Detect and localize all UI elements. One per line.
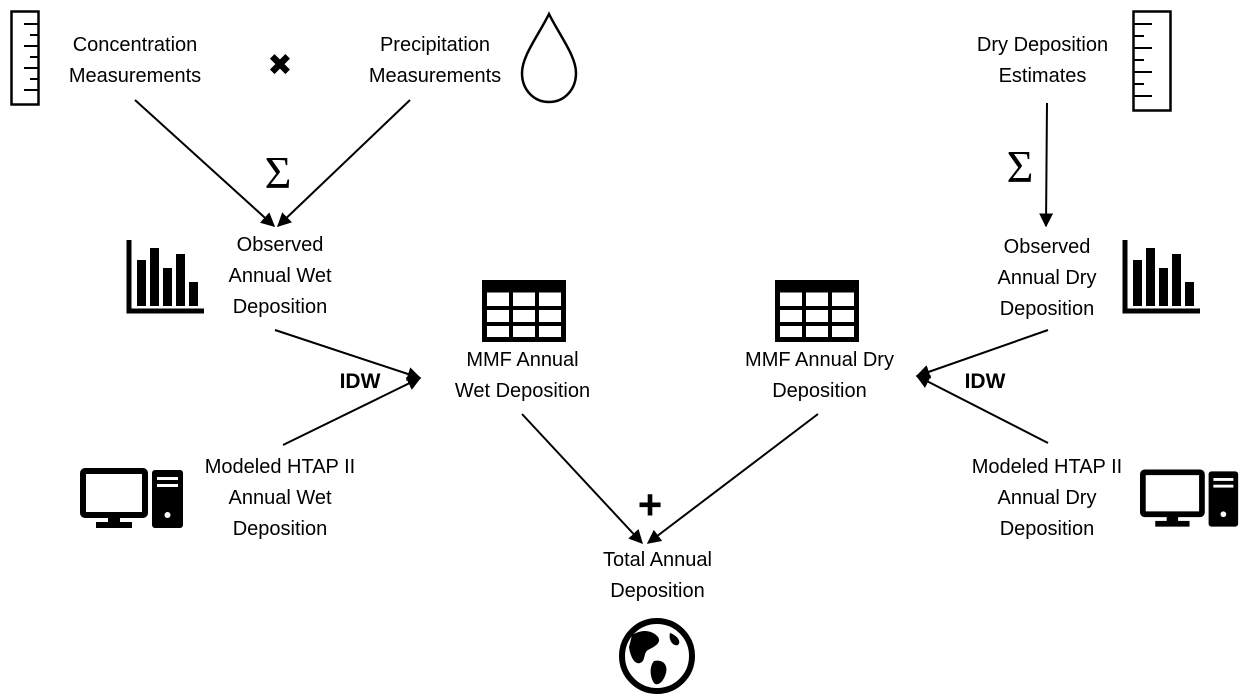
node-line: Measurements [368,65,502,87]
grid-table-icon [482,280,566,342]
computer-icon [80,468,183,528]
grid-table-icon [775,280,859,342]
idw-label: IDW [964,370,1006,393]
sum-symbol: Σ [1006,141,1034,192]
node-observed-annual-wet-deposition: Observed Annual Wet Deposition [205,230,355,323]
sum-symbol: Σ [264,147,292,198]
node-line: Annual Dry [997,487,1097,509]
node-total-annual-deposition: Total Annual Deposition [570,545,745,607]
node-line: Measurements [68,65,202,87]
arrow-concentration-to-observed-wet [134,99,276,227]
node-line: Deposition [772,380,867,402]
arrow-modeled-dry-to-mmf-dry [915,375,1049,444]
node-line: MMF Annual Dry [745,349,894,371]
node-dry-deposition-estimates: Dry Deposition Estimates [955,30,1130,92]
node-line: Observed [1003,236,1091,258]
node-line: Deposition [999,518,1095,540]
node-modeled-htap-annual-wet-deposition: Modeled HTAP II Annual Wet Deposition [185,452,375,545]
node-line: Deposition [232,518,328,540]
arrow-mmf-dry-to-total [646,413,819,544]
idw-label: IDW [339,370,381,393]
node-precipitation-measurements: Precipitation Measurements [345,30,525,92]
node-observed-annual-dry-deposition: Observed Annual Dry Deposition [972,232,1122,325]
node-modeled-htap-annual-dry-deposition: Modeled HTAP II Annual Dry Deposition [952,452,1142,545]
node-line: Concentration [72,34,198,56]
node-line: Deposition [999,298,1095,320]
node-line: Annual Wet [228,487,332,509]
node-line: Precipitation [379,34,491,56]
arrow-modeled-wet-to-mmf-wet [282,377,422,446]
node-line: Wet Deposition [454,380,591,402]
node-concentration-measurements: Concentration Measurements [40,30,230,92]
globe-icon [619,618,695,694]
node-line: Dry Deposition [976,34,1109,56]
ruler-icon [10,10,40,106]
node-line: Observed [236,234,324,256]
arrow-mmf-wet-to-total [521,413,643,545]
bar-chart-icon [126,240,204,314]
node-line: MMF Annual [466,349,579,371]
arrow-observed-wet-to-mmf-wet [274,329,422,381]
node-mmf-annual-wet-deposition: MMF Annual Wet Deposition [430,345,615,407]
plus-icon: + [637,481,663,528]
node-line: Total Annual [603,549,712,571]
node-line: Deposition [232,296,328,318]
multiply-icon: ✖ [267,49,293,82]
bar-chart-icon [1122,240,1200,314]
computer-icon [1140,469,1239,527]
node-mmf-annual-dry-deposition: MMF Annual Dry Deposition [722,345,917,407]
node-line: Annual Wet [228,265,332,287]
water-drop-icon [520,11,578,104]
node-line: Annual Dry [997,267,1097,289]
node-line: Modeled HTAP II [204,456,356,478]
node-line: Modeled HTAP II [971,456,1123,478]
ruler-icon [1132,10,1172,112]
node-line: Estimates [998,65,1087,87]
arrow-dry-estimates-to-observed-dry [1039,102,1054,228]
arrow-observed-dry-to-mmf-dry [915,329,1049,379]
node-line: Deposition [610,580,705,602]
arrow-precipitation-to-observed-wet [276,99,411,227]
